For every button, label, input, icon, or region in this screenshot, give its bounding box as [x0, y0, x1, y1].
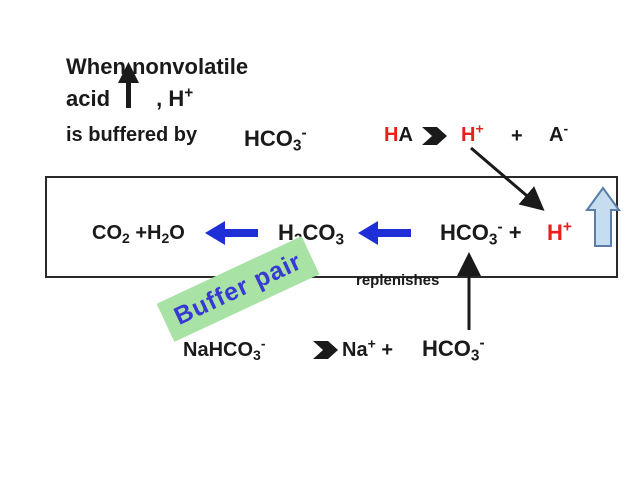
box-h-plus-label: H+	[547, 218, 572, 246]
intro-line-2: acid , H+	[66, 84, 194, 112]
top-h-sup: +	[475, 120, 484, 137]
h2co3-co: CO	[302, 220, 336, 245]
a-letter: A	[549, 124, 564, 146]
top-h-plus-label: H+	[461, 121, 484, 147]
top-hco3-label: HCO3-	[244, 124, 307, 155]
intro-line-1: When nonvolatile	[66, 54, 249, 79]
nahco3-sup: -	[260, 335, 266, 352]
bottom-hco3-label: HCO3-	[422, 334, 485, 365]
box-h: H	[547, 220, 563, 245]
bottom-hco3-sub: 3	[470, 347, 480, 365]
bottom-hco3-base: HCO	[422, 336, 471, 361]
h2co3-sub2: 3	[335, 231, 345, 249]
top-hco3-sup: -	[301, 124, 307, 142]
na-text: Na	[342, 339, 368, 361]
nahco3-label: NaHCO3-	[183, 336, 265, 364]
top-hco3-sub: 3	[292, 137, 302, 155]
a-sup: -	[563, 120, 569, 137]
bottom-hco3-sup: -	[479, 334, 485, 352]
box-plus: +	[502, 220, 522, 245]
a-minus-label: A-	[549, 121, 568, 147]
h2o-o: O	[169, 222, 185, 244]
nahco3-base: NaHCO	[183, 339, 254, 361]
box-hco3-label: HCO3- +	[440, 218, 522, 249]
top-plus-sign: +	[511, 125, 523, 147]
co2-sub: 2	[122, 230, 130, 247]
na-sup: +	[367, 335, 376, 352]
ha-dissociation-arrow-icon	[422, 127, 447, 145]
ha-h: H	[384, 124, 399, 146]
top-hco3-base: HCO	[244, 126, 293, 151]
box-hco3-sub: 3	[488, 231, 498, 249]
h2o-sub: 2	[161, 230, 170, 247]
co2-plus: +	[129, 222, 148, 244]
h2co3-h: H	[278, 220, 294, 245]
box-h-sup: +	[562, 218, 572, 236]
nahco3-sub: 3	[253, 347, 261, 364]
ha-a: A	[398, 124, 413, 146]
top-h: H	[461, 124, 476, 146]
intro-acid-text: acid	[66, 86, 111, 111]
co2-h2o-label: CO2 +H2O	[92, 222, 185, 245]
bottom-plus: +	[375, 339, 394, 361]
intro-h-text: , H	[156, 86, 185, 111]
intro-h-sup: +	[184, 84, 194, 102]
na-plus-label: Na+ +	[342, 336, 394, 362]
co2-text: CO	[92, 222, 122, 244]
ha-label: HA	[384, 124, 413, 147]
replenishes-label: replenishes	[356, 272, 440, 289]
h2o-h: H	[147, 222, 162, 244]
intro-line-3: is buffered by	[66, 124, 198, 146]
box-hco3-sup: -	[497, 218, 503, 236]
box-hco3-base: HCO	[440, 220, 489, 245]
nahco3-dissociation-arrow-icon	[313, 341, 338, 359]
